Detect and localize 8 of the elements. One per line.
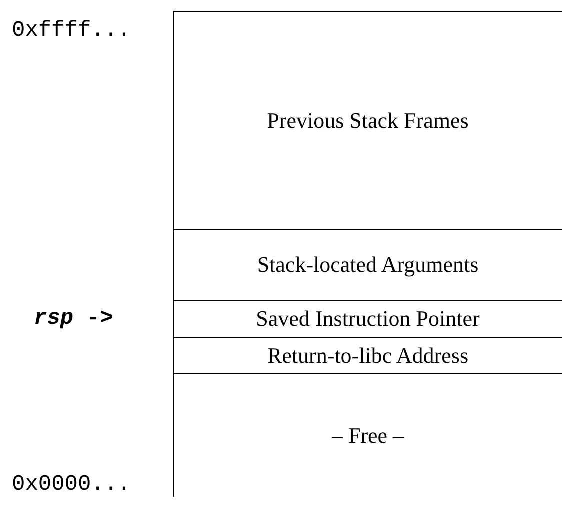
pointer-label: rsp -> [34, 306, 114, 331]
address-label: 0xffff... [12, 18, 131, 43]
stack-frame-block: Stack-located Arguments [173, 229, 562, 300]
stack-frame-block: Previous Stack Frames [173, 11, 562, 229]
stack-frame-block: – Free – [173, 373, 562, 497]
address-label: 0x0000... [12, 472, 131, 497]
stack-frame-block: Return-to-libc Address [173, 337, 562, 373]
stack-frame-block: Saved Instruction Pointer [173, 300, 562, 337]
